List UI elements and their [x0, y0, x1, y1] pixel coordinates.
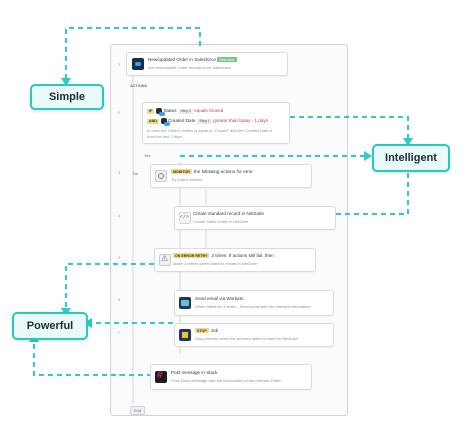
trigger-title-text: New/updated Order in Salesforce [148, 57, 216, 62]
create-subtitle: Create Sales Order in NetSuite [193, 219, 249, 224]
email-icon [179, 297, 191, 309]
monitor-title-text: the following actions for error [193, 169, 253, 174]
condition-operator-1: equals Closed [194, 108, 224, 114]
step-number-6: 6 [118, 297, 121, 302]
step-number-5: 5 [118, 255, 121, 260]
condition-field-1: Status [163, 108, 177, 114]
powerful-callout: Powerful [12, 312, 88, 340]
step-number-1: 1 [118, 62, 121, 67]
slack-card[interactable]: Post message in Slack Post Slack message… [150, 364, 312, 390]
stop-icon [179, 329, 191, 341]
send-email-subtitle: When failed for 3 times - Send email wit… [195, 304, 311, 309]
powerful-label: Powerful [26, 320, 74, 332]
on-error-subtitle: Make 3 retries when failed to create in … [173, 261, 258, 266]
slack-icon [155, 370, 167, 383]
simple-label: Simple [48, 91, 86, 103]
stop-title-text: Job [210, 328, 219, 333]
send-email-title: Send email via Workato [195, 296, 244, 301]
step-number-3: 3 [118, 170, 121, 175]
on-error-title-text: 3 times. If actions still fail, then [211, 253, 274, 258]
salesforce-field-icon-1 [156, 108, 166, 116]
create-record-card[interactable]: Create standard record in NetSuite Creat… [174, 206, 336, 230]
realtime-badge: Real-time [217, 57, 237, 63]
branch-no-label: No [133, 171, 139, 176]
step-number-4: 4 [118, 213, 121, 218]
recipe-panel [110, 44, 348, 416]
step-number-2: 2 [118, 110, 121, 115]
condition-field-2: Created Date [168, 118, 196, 124]
slack-title: Post message in Slack [171, 370, 218, 375]
branch-yes-label: Yes [144, 153, 151, 158]
monitor-tag: MONITOR [171, 169, 192, 175]
step-number-7: 7 [118, 330, 121, 335]
stop-subtitle: Stop process when the process failed to … [195, 336, 298, 341]
monitor-icon [155, 170, 167, 182]
condition-subtitle-2: from the last 7 days [147, 134, 182, 139]
actions-label: ACTIONS [130, 84, 148, 88]
warning-icon [159, 254, 171, 266]
condition-field-1-step: Step 1 [178, 108, 193, 114]
and-tag: AND [147, 118, 159, 124]
monitor-subtitle: Try-Catch Monitor [171, 177, 203, 182]
trigger-subtitle: Get new/update Order records from Salesf… [148, 65, 232, 70]
step-number-8: 8 [118, 372, 121, 377]
intelligent-arrowhead-mid [364, 151, 372, 161]
if-tag: IF [147, 108, 155, 114]
code-icon [179, 212, 191, 224]
slack-subtitle: Post Slack message with the information … [171, 378, 282, 383]
create-title: Create standard record in NetSuite [193, 211, 264, 216]
end-marker: End [130, 406, 146, 415]
salesforce-field-icon-2 [160, 118, 170, 126]
stop-tag: STOP [195, 328, 209, 334]
salesforce-icon [132, 58, 144, 70]
trigger-title: New/updated Order in Salesforce Real-tim… [148, 57, 237, 63]
condition-field-2-step: Step 1 [197, 118, 212, 124]
trigger-card[interactable]: New/updated Order in Salesforce Real-tim… [126, 52, 288, 76]
intelligent-callout: Intelligent [372, 144, 450, 172]
condition-subtitle-1: In case the Order's Status is equal to "… [147, 128, 273, 133]
send-email-card[interactable]: Send email via Workato When failed for 3… [174, 290, 334, 316]
on-error-tag: ON ERROR RETRY [173, 253, 210, 259]
condition-operator-2: greater than today - 1.days [213, 118, 268, 124]
simple-callout: Simple [30, 84, 104, 110]
intelligent-label: Intelligent [385, 152, 437, 164]
